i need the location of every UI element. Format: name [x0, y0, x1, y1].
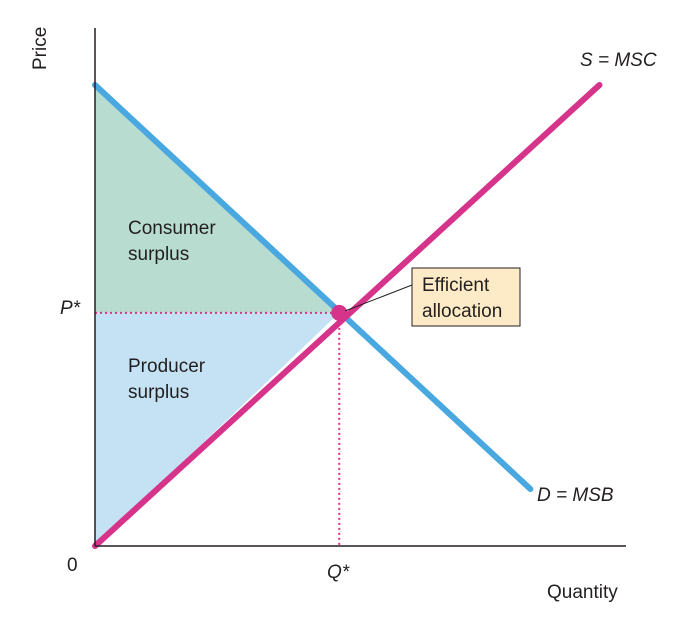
demand-curve-label: D = MSB [537, 485, 614, 506]
callout-text-line2: allocation [422, 301, 502, 322]
callout-box [411, 267, 521, 327]
consumer-surplus-label-line2: surplus [128, 244, 189, 265]
consumer-surplus-label-line1: Consumer [128, 218, 216, 239]
callout-leader-line [345, 284, 413, 312]
origin-label: 0 [67, 555, 78, 576]
callout-text-line1: Efficient [422, 275, 490, 296]
y-axis-label: Price [30, 27, 51, 70]
supply-curve [92, 81, 603, 549]
supply-curve-label: S = MSC [580, 50, 657, 71]
x-axis-label: Quantity [547, 582, 618, 603]
demand-curve [92, 81, 534, 493]
equilibrium-quantity-label: Q* [327, 562, 350, 583]
equilibrium-price-label: P* [60, 298, 81, 319]
equilibrium-point [331, 304, 348, 321]
producer-surplus-label-line2: surplus [128, 382, 189, 403]
producer-surplus-label-line1: Producer [128, 356, 206, 377]
